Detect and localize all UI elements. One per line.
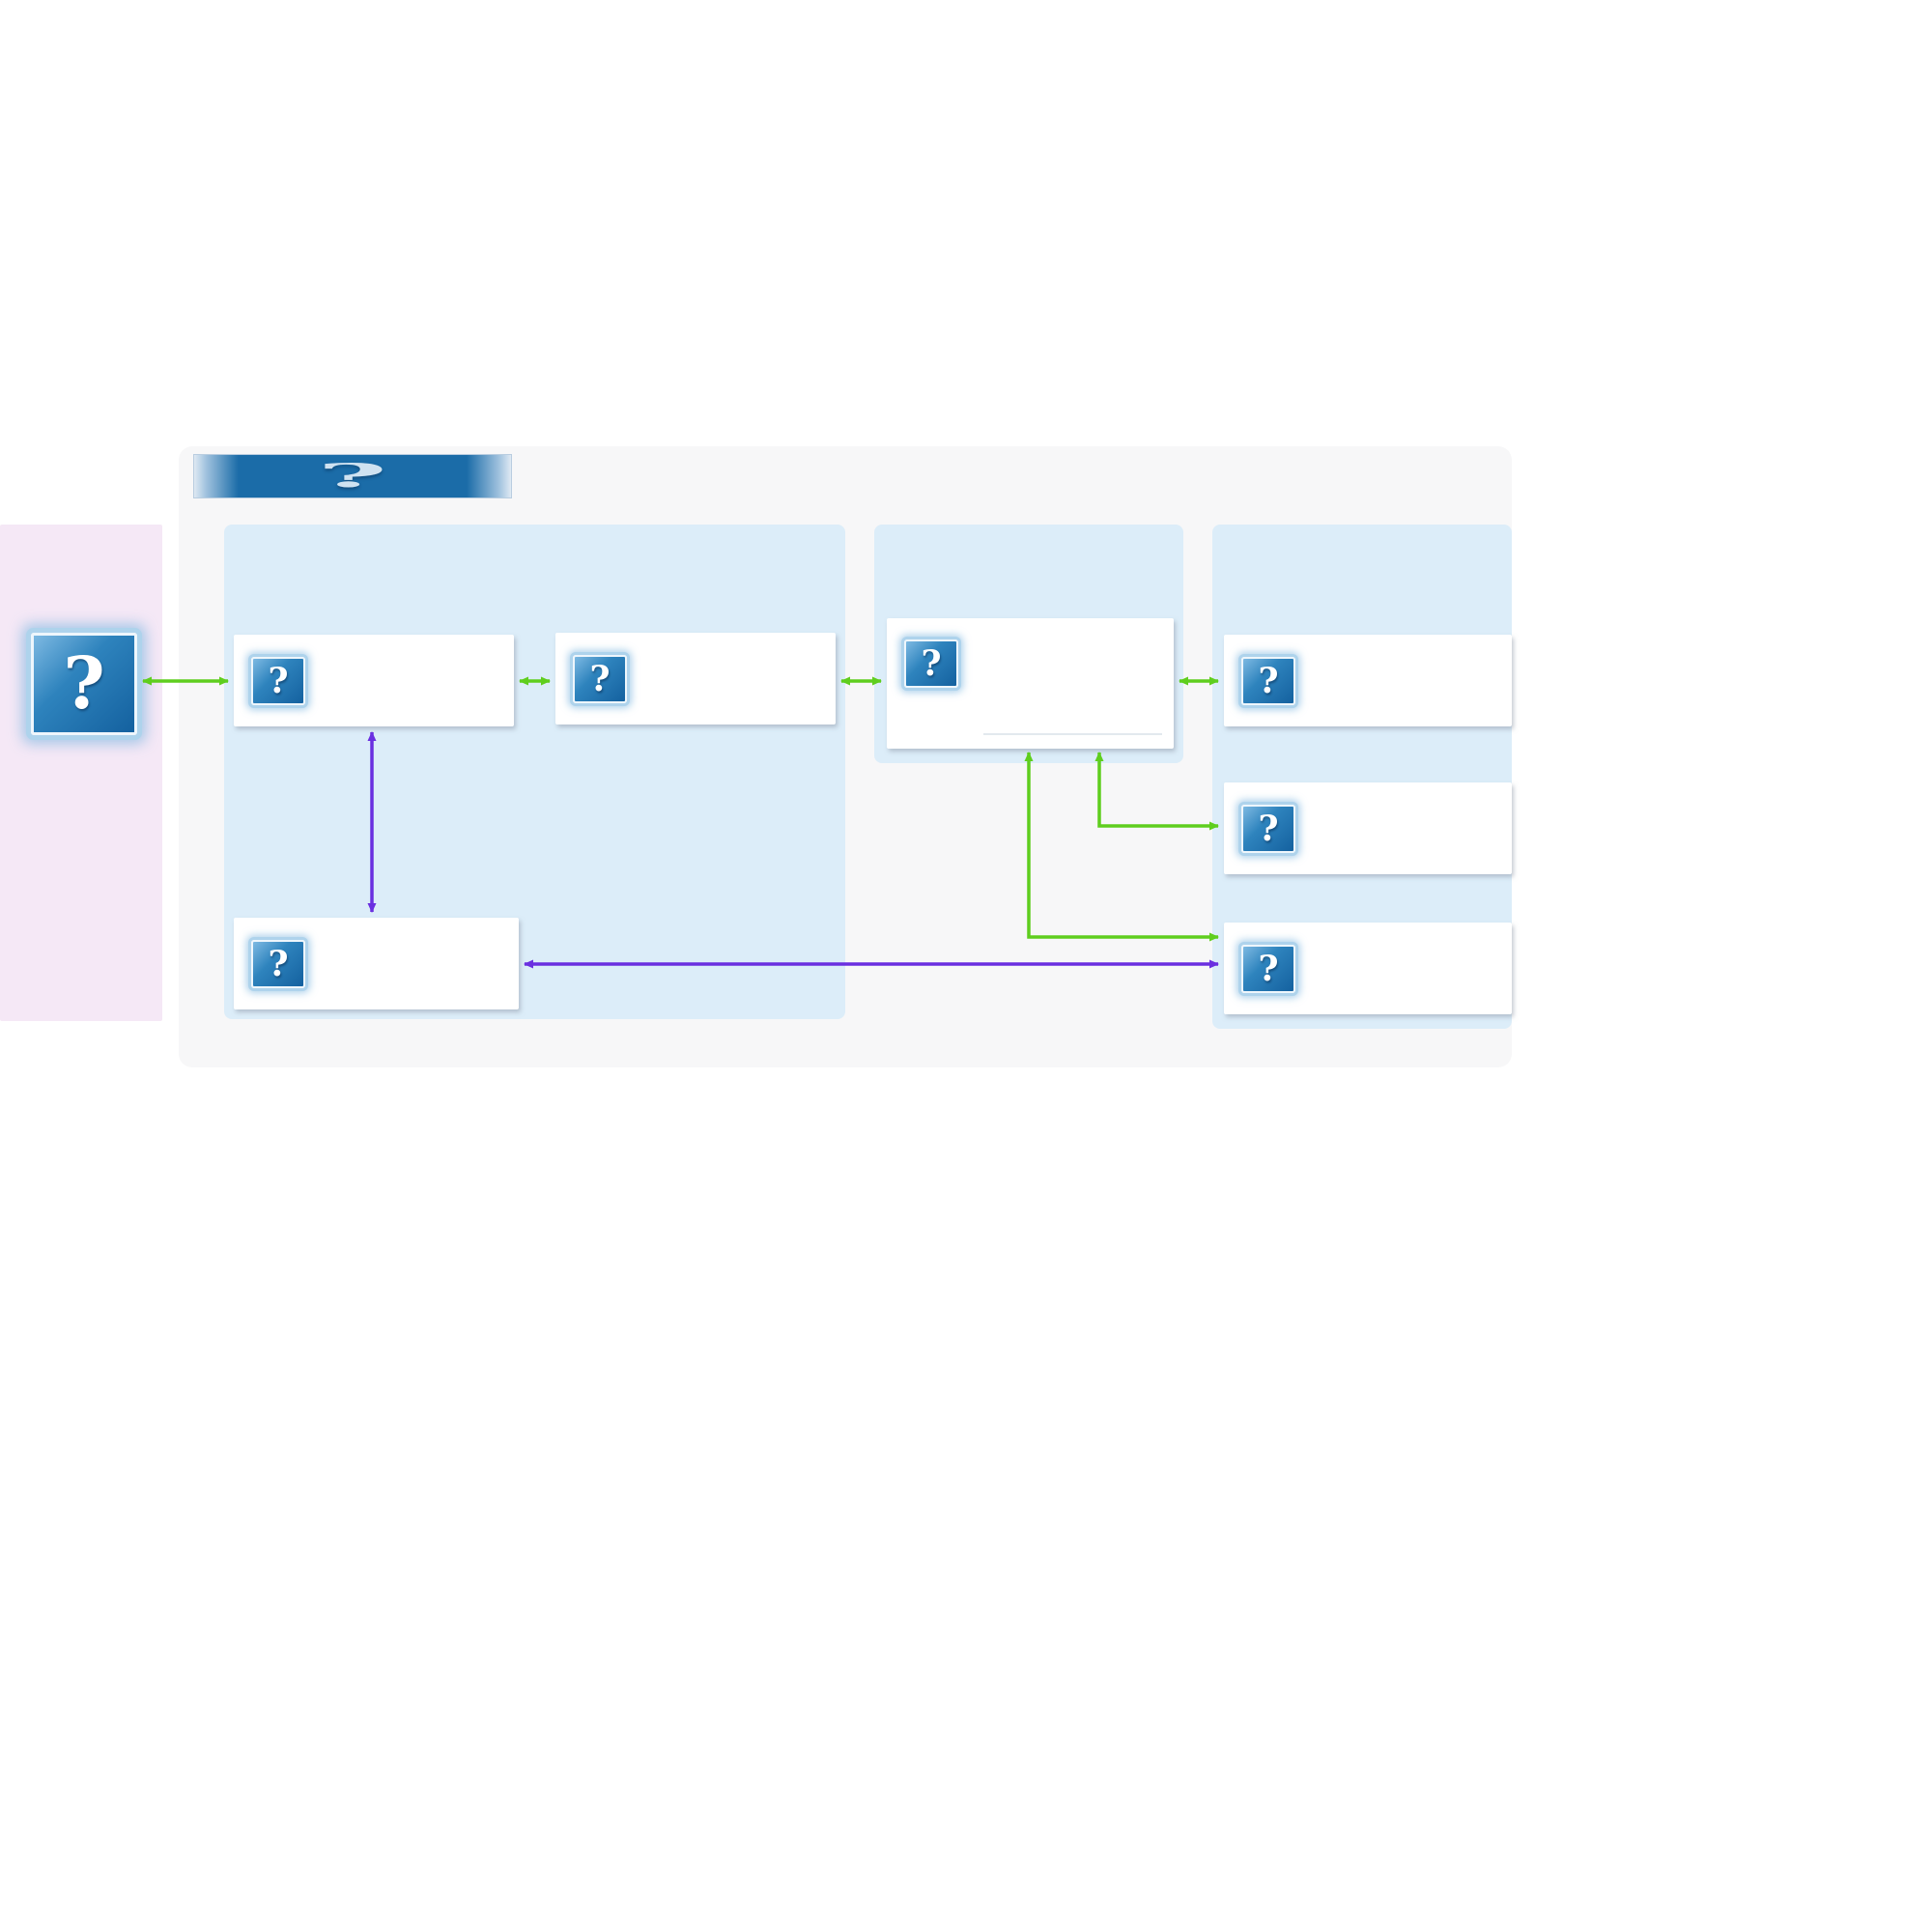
node-d: ? bbox=[887, 618, 1174, 749]
node-g-broken-image-icon: ? bbox=[1241, 944, 1295, 993]
placeholder-glyph: ? bbox=[63, 642, 105, 725]
node-f: ? bbox=[1224, 782, 1512, 874]
placeholder-glyph: ? bbox=[268, 660, 289, 701]
node-f-broken-image-icon: ? bbox=[1241, 804, 1295, 853]
banner-placeholder-glyph: ? bbox=[317, 456, 388, 496]
left-pink-panel bbox=[0, 525, 162, 1021]
node-a: ? bbox=[234, 635, 514, 726]
node-b: ? bbox=[555, 633, 836, 724]
placeholder-glyph: ? bbox=[268, 943, 289, 984]
node-d-divider-line bbox=[983, 733, 1162, 735]
node-c: ? bbox=[234, 918, 519, 1009]
node-e: ? bbox=[1224, 635, 1512, 726]
node-g: ? bbox=[1224, 923, 1512, 1014]
placeholder-glyph: ? bbox=[589, 658, 611, 699]
placeholder-glyph: ? bbox=[1258, 808, 1279, 849]
node-b-broken-image-icon: ? bbox=[573, 654, 627, 703]
placeholder-glyph: ? bbox=[1258, 948, 1279, 989]
title-banner-broken-image: ? bbox=[193, 454, 512, 498]
actor-broken-image-icon: ? bbox=[31, 633, 137, 735]
node-a-broken-image-icon: ? bbox=[251, 656, 305, 705]
node-e-broken-image-icon: ? bbox=[1241, 656, 1295, 705]
node-d-broken-image-icon: ? bbox=[904, 639, 958, 688]
node-c-broken-image-icon: ? bbox=[251, 939, 305, 988]
placeholder-glyph: ? bbox=[921, 643, 942, 684]
placeholder-glyph: ? bbox=[1258, 660, 1279, 701]
